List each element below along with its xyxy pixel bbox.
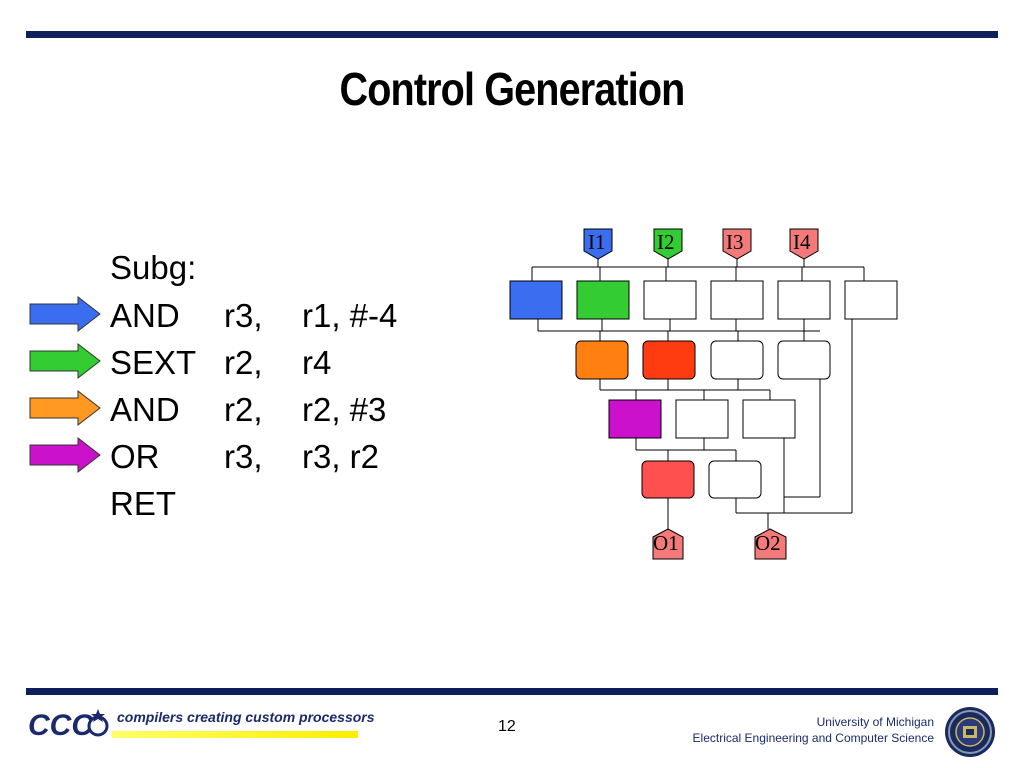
- block-row2-4: [777, 340, 831, 380]
- input-port-i3: [722, 228, 752, 260]
- code-line-5-col1: OR: [110, 438, 160, 475]
- block-row1-3: [643, 280, 697, 320]
- input-port-i1-label: I1: [588, 230, 606, 254]
- input-port-i4: [789, 228, 819, 260]
- code-line-2-col2: r3,: [224, 297, 263, 334]
- block-row4-2: [708, 460, 762, 499]
- pointer-arrow-4-shape: [29, 437, 101, 473]
- block-row1-6: [844, 280, 898, 320]
- code-line-5-col3: r3, r2: [302, 438, 380, 475]
- block-row2-2: [642, 340, 696, 380]
- wires: [531, 259, 865, 529]
- pointer-arrow-3: [29, 390, 101, 426]
- block-row1-2: [576, 280, 630, 320]
- code-line-4-col1: AND: [110, 391, 180, 428]
- code-line-4-col2: r2,: [224, 391, 263, 428]
- pointer-arrow-1-shape: [29, 296, 101, 332]
- output-port-o1-label: O1: [653, 531, 679, 555]
- input-ports: I1 I2 I3 I4: [583, 228, 819, 260]
- pointer-arrow-3-shape: [29, 390, 101, 426]
- ccc-logo-text: CCC: [28, 709, 94, 742]
- input-port-i3-label: I3: [726, 230, 744, 254]
- university-seal-icon: [945, 707, 995, 757]
- top-rule: [26, 31, 998, 38]
- block-row3-3: [742, 399, 796, 439]
- code-line-1-col1: Subg:: [110, 249, 197, 286]
- row3-blocks: [608, 399, 796, 439]
- page-number: 12: [498, 718, 516, 735]
- code-line-4-col3: r2, #3: [302, 391, 387, 428]
- pointer-arrow-2: [29, 343, 101, 379]
- code-line-3-col3: r4: [302, 344, 332, 381]
- block-row1-5: [777, 280, 831, 320]
- ccc-logo: CCC: [28, 709, 109, 742]
- code-line-3-col1: SEXT: [110, 344, 197, 381]
- output-ports: O1 O2: [652, 528, 787, 560]
- slide-title: Control Generation: [339, 63, 686, 115]
- input-port-i4-label: I4: [793, 230, 811, 254]
- block-row3-1: [608, 399, 662, 439]
- code-line-2: AND: [110, 296, 180, 336]
- block-row1-4: [710, 280, 764, 320]
- pointer-arrow-4: [29, 437, 101, 473]
- output-port-o1: [652, 528, 684, 560]
- code-line-1: Subg:: [110, 248, 196, 288]
- affiliation-university: University of Michigan: [816, 715, 934, 729]
- code-line-5-col2: r3,: [224, 438, 263, 475]
- block-row2-1: [575, 340, 629, 380]
- code-line-6-col1: RET: [110, 485, 176, 522]
- row4-blocks: [641, 460, 762, 499]
- brand-tagline: compilers creating custom processors: [117, 709, 375, 725]
- block-row1-1: [509, 280, 563, 320]
- input-port-i2: [653, 228, 683, 260]
- row1-blocks: [509, 280, 898, 320]
- code-line-2-col1: AND: [110, 297, 180, 334]
- row2-blocks: [575, 340, 831, 380]
- pointer-arrow-2-shape: [29, 343, 101, 379]
- code-line-2-col3: r1, #-4: [302, 297, 398, 334]
- pointer-arrow-1: [29, 296, 101, 332]
- block-row3-2: [675, 399, 729, 439]
- brand-underline: [112, 731, 358, 738]
- block-row2-3: [710, 340, 764, 380]
- input-port-i1: [583, 228, 613, 260]
- input-port-i2-label: I2: [657, 230, 675, 254]
- block-row4-1: [641, 460, 695, 499]
- output-port-o2: [754, 528, 787, 560]
- code-line-3-col2: r2,: [224, 344, 263, 381]
- bottom-rule: [26, 688, 998, 695]
- affiliation-department: Electrical Engineering and Computer Scie…: [692, 731, 934, 745]
- output-port-o2-label: O2: [755, 531, 781, 555]
